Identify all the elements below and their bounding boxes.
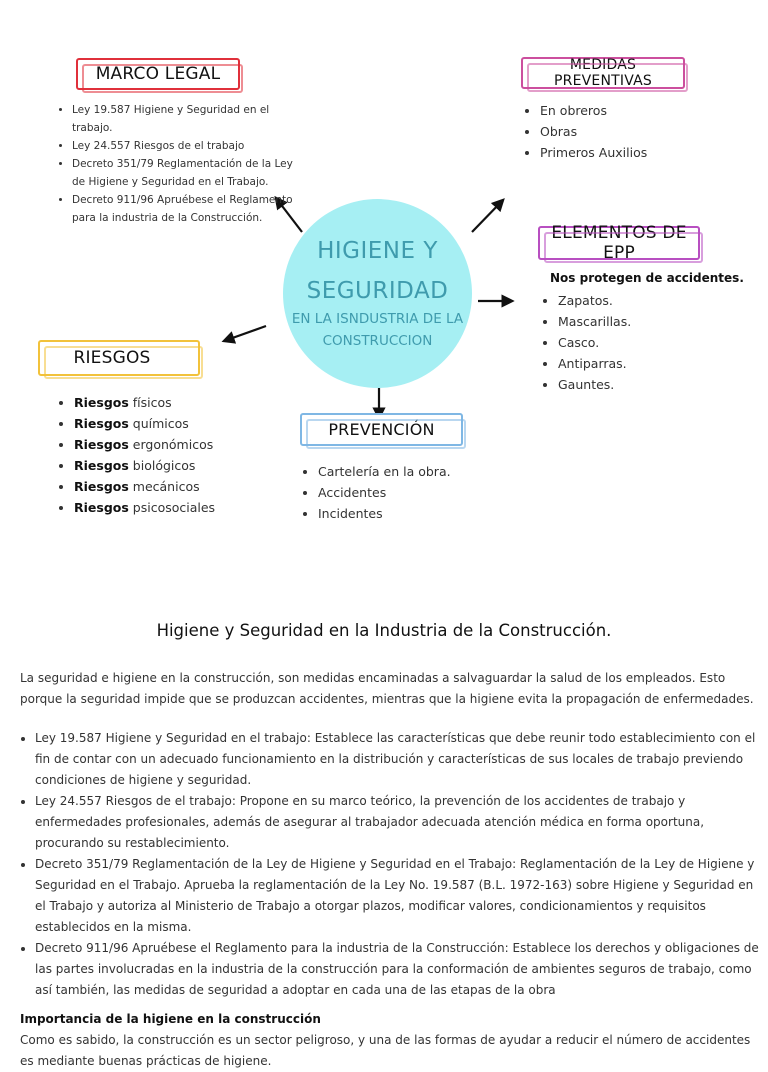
section-subheading: Importancia de la higiene en la construc… bbox=[20, 1012, 321, 1026]
list-item: Decreto 911/96 Apruébese el Reglamento p… bbox=[35, 938, 762, 1001]
list-item: Mascarillas. bbox=[558, 311, 742, 332]
prevencion-box: PREVENCIÓN bbox=[300, 413, 466, 449]
list-item: Obras bbox=[540, 121, 724, 142]
list-item: Riesgos físicos bbox=[74, 392, 258, 413]
riesgos-box: RIESGOS bbox=[38, 340, 203, 379]
riesgos-label: Riesgos bbox=[74, 458, 129, 473]
list-item: Ley 19.587 Higiene y Seguridad en el tra… bbox=[35, 728, 762, 791]
list-item: Cartelería en la obra. bbox=[318, 461, 522, 482]
epp-box: ELEMENTOS DE EPP bbox=[538, 223, 703, 263]
list-item: Ley 24.557 Riesgos de el trabajo: Propon… bbox=[35, 791, 762, 854]
list-item: Incidentes bbox=[318, 503, 522, 524]
connector-arrows bbox=[221, 195, 515, 421]
list-item: Accidentes bbox=[318, 482, 522, 503]
epp-subtitle: Nos protegen de accidentes. bbox=[550, 271, 744, 285]
prevencion-list: Cartelería en la obra. Accidentes Incide… bbox=[302, 461, 522, 524]
medidas-preventivas-title: MEDIDAS PREVENTIVAS bbox=[554, 57, 652, 89]
central-subtitle-line1: EN LA ISNDUSTRIA DE LA bbox=[291, 311, 464, 327]
riesgos-label: Riesgos bbox=[74, 437, 129, 452]
riesgos-title: RIESGOS bbox=[73, 348, 151, 368]
marco-legal-title: MARCO LEGAL bbox=[95, 64, 221, 84]
list-item: Zapatos. bbox=[558, 290, 742, 311]
list-item: Decreto 351/79 Reglamentación de la Ley … bbox=[72, 155, 304, 191]
list-item: Casco. bbox=[558, 332, 742, 353]
document-heading: Higiene y Seguridad en la Industria de l… bbox=[156, 621, 612, 640]
intro-paragraph: La seguridad e higiene en la construcció… bbox=[20, 671, 754, 706]
list-item: Riesgos biológicos bbox=[74, 455, 258, 476]
arrow-to-riesgos bbox=[221, 324, 267, 344]
importance-paragraph: Como es sabido, la construcción es un se… bbox=[20, 1033, 751, 1068]
riesgos-type: biológicos bbox=[128, 458, 196, 473]
riesgos-list: Riesgos físicos Riesgos químicos Riesgos… bbox=[58, 392, 258, 518]
riesgos-label: Riesgos bbox=[74, 500, 129, 515]
arrow-to-medidas bbox=[471, 198, 505, 233]
riesgos-type: ergonómicos bbox=[128, 437, 214, 452]
arrow-to-marco-legal bbox=[274, 195, 303, 233]
list-item: Riesgos químicos bbox=[74, 413, 258, 434]
marco-legal-list: Ley 19.587 Higiene y Seguridad en el tra… bbox=[54, 101, 304, 227]
riesgos-type: químicos bbox=[128, 416, 189, 431]
list-item: Riesgos psicosociales bbox=[74, 497, 258, 518]
riesgos-type: físicos bbox=[128, 395, 172, 410]
central-title-line1: HIGIENE Y bbox=[317, 238, 438, 264]
list-item: Riesgos ergonómicos bbox=[74, 434, 258, 455]
list-item: Riesgos mecánicos bbox=[74, 476, 258, 497]
list-item: Gauntes. bbox=[558, 374, 742, 395]
list-item: Antiparras. bbox=[558, 353, 742, 374]
riesgos-label: Riesgos bbox=[74, 479, 129, 494]
riesgos-label: Riesgos bbox=[74, 416, 129, 431]
central-topic-circle: HIGIENE Y SEGURIDAD EN LA ISNDUSTRIA DE … bbox=[283, 199, 472, 388]
medidas-preventivas-list: En obreros Obras Primeros Auxilios bbox=[524, 100, 724, 163]
list-item: En obreros bbox=[540, 100, 724, 121]
riesgos-label: Riesgos bbox=[74, 395, 129, 410]
central-title-line2: SEGURIDAD bbox=[306, 278, 449, 304]
central-subtitle-line2: CONSTRUCCION bbox=[322, 333, 433, 349]
list-item: Ley 19.587 Higiene y Seguridad en el tra… bbox=[72, 101, 304, 137]
prevencion-title: PREVENCIÓN bbox=[328, 420, 435, 439]
epp-list: Zapatos. Mascarillas. Casco. Antiparras.… bbox=[542, 290, 742, 395]
riesgos-type: psicosociales bbox=[128, 500, 216, 515]
riesgos-type: mecánicos bbox=[128, 479, 200, 494]
document-body: La seguridad e higiene en la construcció… bbox=[20, 668, 762, 1072]
list-item: Primeros Auxilios bbox=[540, 142, 724, 163]
medidas-preventivas-box: MEDIDAS PREVENTIVAS bbox=[521, 57, 688, 92]
list-item: Ley 24.557 Riesgos de el trabajo bbox=[72, 137, 304, 155]
marco-legal-box: MARCO LEGAL bbox=[76, 58, 243, 93]
list-item: Decreto 911/96 Apruébese el Reglamento p… bbox=[72, 191, 304, 227]
epp-title: ELEMENTOS DE EPP bbox=[551, 223, 687, 263]
list-item: Decreto 351/79 Reglamentación de la Ley … bbox=[35, 854, 762, 938]
